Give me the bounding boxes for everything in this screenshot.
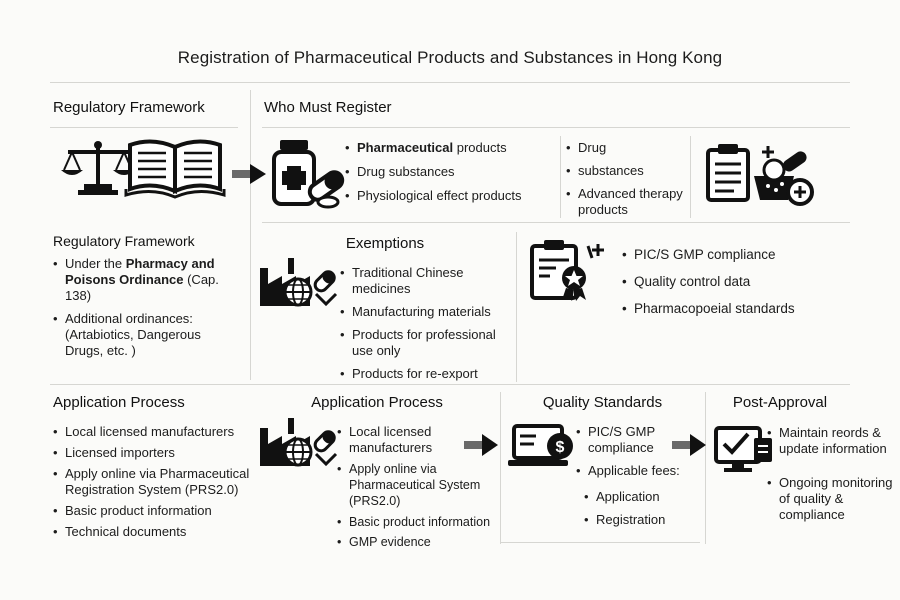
divider xyxy=(50,127,238,128)
divider xyxy=(500,542,700,543)
list-item: PIC/S GMP compliance xyxy=(576,424,701,456)
list-item: PIC/S GMP compliance xyxy=(622,247,847,263)
list-item: Drug xyxy=(566,140,690,156)
list-item: Manufacturing materials xyxy=(340,304,516,320)
list-item: Additional ordinances: (Artabiotics, Dan… xyxy=(53,311,233,359)
list-item: Physiological effect products xyxy=(345,188,560,204)
list-item: Quality control data xyxy=(622,274,847,290)
scales-icon xyxy=(61,141,135,195)
book-icon xyxy=(124,139,226,199)
list-item: Technical documents xyxy=(53,524,253,540)
list-item: Maintain reords & update information xyxy=(767,425,895,457)
framework-list: Under the Pharmacy and Poisons Ordinance… xyxy=(53,256,233,366)
list-item: Applicable fees: xyxy=(576,463,701,479)
factory-globe-icon xyxy=(260,418,338,467)
divider xyxy=(705,392,706,544)
list-item: Ongoing monitoring of quality & complian… xyxy=(767,475,895,523)
framework-heading: Regulatory Framework xyxy=(53,99,205,116)
divider xyxy=(50,384,850,385)
list-item: Products for re-export xyxy=(340,366,516,382)
divider xyxy=(262,127,850,128)
checklist-pills-icon xyxy=(706,144,814,206)
divider xyxy=(250,90,251,380)
application-mid-heading: Application Process xyxy=(311,394,443,411)
application-mid-list: Local licensed manufacturers Apply onlin… xyxy=(337,424,502,557)
who-heading: Who Must Register xyxy=(264,99,392,116)
arrow-icon xyxy=(232,164,266,184)
list-item: Local licensed manufacturers xyxy=(53,424,253,440)
factory-globe-icon xyxy=(260,258,338,307)
svg-text:$: $ xyxy=(556,439,565,456)
list-item: Drug substances xyxy=(345,164,560,180)
monitor-check-icon xyxy=(714,426,772,472)
post-heading: Post-Approval xyxy=(732,394,828,411)
who-list: Pharmaceutical products Drug substances … xyxy=(345,140,560,211)
list-item: Pharmacopoeial standards xyxy=(622,301,847,317)
list-item: Under the Pharmacy and Poisons Ordinance… xyxy=(53,256,233,304)
quality-sublist: Application Registration xyxy=(584,489,699,535)
list-item: Local licensed manufacturers xyxy=(337,424,502,456)
divider xyxy=(690,136,691,218)
quality-list: PIC/S GMP compliance Applicable fees: xyxy=(576,424,701,486)
arrow-icon xyxy=(464,434,498,456)
exemptions-heading: Exemptions xyxy=(345,235,425,252)
quality-heading: Quality Standards xyxy=(542,394,663,411)
medicine-bottle-icon xyxy=(272,140,345,209)
list-item: Apply online via Pharmaceutical System (… xyxy=(337,461,502,509)
payment-laptop-icon: $ xyxy=(508,424,573,466)
exemptions-list: Traditional Chinese medicines Manufactur… xyxy=(340,265,516,389)
list-item: Pharmaceutical products xyxy=(345,140,560,156)
list-item: Basic product information xyxy=(337,514,502,530)
list-item: Products for professional use only xyxy=(340,327,516,359)
who-list-2: Drug substances Advanced therapy product… xyxy=(566,140,690,225)
title-divider xyxy=(50,82,850,83)
page-title: Registration of Pharmaceutical Products … xyxy=(177,48,723,67)
list-item: Licensed importers xyxy=(53,445,253,461)
list-item: GMP evidence xyxy=(337,534,502,550)
framework-subheading: Regulatory Framework xyxy=(53,233,195,249)
divider xyxy=(560,136,561,218)
divider xyxy=(516,232,517,382)
application-left-heading: Application Process xyxy=(53,394,185,411)
list-item: Advanced therapy products xyxy=(566,186,690,218)
list-item: Application xyxy=(584,489,699,505)
list-item: substances xyxy=(566,163,690,179)
application-left-list: Local licensed manufacturers Licensed im… xyxy=(53,424,253,547)
post-list: Maintain reords & update information Ong… xyxy=(767,425,895,530)
divider xyxy=(262,222,850,223)
standards-list: PIC/S GMP compliance Quality control dat… xyxy=(622,247,847,324)
list-item: Apply online via Pharmaceutical Registra… xyxy=(53,466,253,498)
list-item: Basic product information xyxy=(53,503,253,519)
list-item: Traditional Chinese medicines xyxy=(340,265,516,297)
list-item: Registration xyxy=(584,512,699,528)
arrow-icon xyxy=(672,434,706,456)
certificate-icon xyxy=(530,240,604,301)
